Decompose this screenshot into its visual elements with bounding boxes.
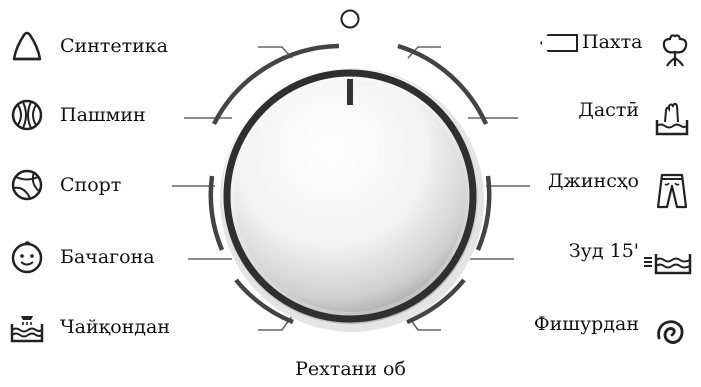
synthetics-icon: [8, 27, 46, 65]
program-label: Пашмин: [60, 104, 146, 126]
program-cotton[interactable]: Пахта: [540, 14, 694, 70]
program-baby[interactable]: Бачагона: [8, 238, 155, 276]
program-spin[interactable]: Фишурдан: [525, 294, 691, 354]
program-rinse[interactable]: Чайқондан: [8, 308, 170, 346]
program-synthetics[interactable]: Синтетика: [8, 27, 168, 65]
program-jeans[interactable]: Джинсҳо: [547, 152, 691, 210]
spin-icon: [653, 316, 691, 354]
program-label: Спорт: [60, 174, 121, 196]
sport-icon: [8, 166, 46, 204]
program-label: Бачагона: [60, 246, 155, 268]
baby-icon: [8, 238, 46, 276]
cotton-icon: [656, 32, 694, 70]
program-label: Зуд 15': [562, 240, 639, 262]
rinse-icon: [8, 308, 46, 346]
program-label: Чайқондан: [60, 316, 170, 338]
hand-wash-icon: [653, 100, 691, 138]
program-wool[interactable]: Пашмин: [8, 96, 146, 134]
program-label: Синтетика: [60, 35, 168, 57]
program-label-text: Пахта: [582, 31, 642, 53]
power-indicator-icon: [338, 7, 362, 31]
dial-bottom-label: Рехтани об: [0, 358, 701, 380]
program-label: Джинсҳо: [547, 170, 639, 192]
program-hand-wash[interactable]: Дастӣ: [567, 82, 691, 138]
program-label: Пахта: [540, 31, 642, 53]
program-quick-15[interactable]: Зуд 15': [562, 224, 693, 278]
quick-wash-icon: [643, 240, 693, 278]
jeans-icon: [653, 172, 691, 210]
wool-icon: [8, 96, 46, 134]
selected-marker-icon: [540, 34, 578, 52]
dial-pointer: [347, 79, 353, 105]
program-sport[interactable]: Спорт: [8, 166, 121, 204]
program-label: Дастӣ: [567, 99, 639, 121]
program-label: Фишурдан: [525, 313, 639, 335]
